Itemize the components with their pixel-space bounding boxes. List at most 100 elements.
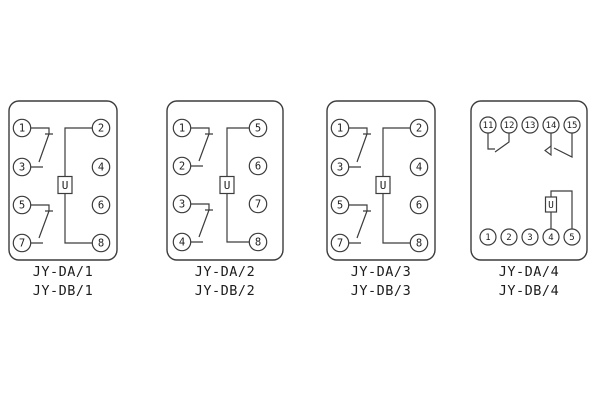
terminal-number: 6 — [416, 200, 422, 212]
coil-wire — [226, 127, 250, 243]
terminal-number: 1 — [337, 123, 343, 135]
terminal-circle — [563, 116, 581, 134]
panel-4-model-b: JY-DB/4 — [498, 283, 560, 299]
terminal-circle — [409, 195, 429, 215]
terminal-circle — [409, 118, 429, 138]
terminal-number: 3 — [19, 162, 25, 174]
terminal-circle — [542, 228, 560, 246]
terminal-circle — [409, 233, 429, 253]
panel-4-model-a: JY-DA/4 — [498, 264, 560, 280]
terminal-circle — [91, 157, 111, 177]
coil-box — [544, 196, 558, 213]
contact-symbol-1-3 — [30, 127, 53, 168]
relay-panel-4-diagram: U 11 12 13 14 15 1 2 3 4 5 — [470, 100, 588, 261]
terminal-number: 1 — [19, 123, 25, 135]
terminal-circle — [12, 157, 32, 177]
terminal-circle — [521, 116, 539, 134]
terminal-number: 3 — [179, 199, 185, 211]
panel-frame — [326, 100, 436, 261]
panel-1-caption: JY-DA/1 JY-DB/1 — [8, 263, 118, 301]
terminal-number: 8 — [98, 238, 104, 250]
terminal-number: 2 — [416, 123, 422, 135]
terminal-circle — [91, 118, 111, 138]
terminal-number: 2 — [179, 161, 185, 173]
terminal-circle — [248, 232, 268, 252]
terminal-number: 7 — [255, 199, 261, 211]
terminal-circle — [542, 116, 560, 134]
terminal-circle — [12, 195, 32, 215]
coil-label: U — [224, 179, 231, 192]
terminal-circle — [248, 118, 268, 138]
relay-panel-3: U 1 3 5 7 2 4 6 8 — [326, 100, 436, 265]
panel-3-model-a: JY-DA/3 — [350, 264, 412, 280]
terminal-circle — [500, 228, 518, 246]
terminal-circle — [330, 118, 350, 138]
panel-frame — [166, 100, 284, 261]
terminal-number: 7 — [337, 238, 343, 250]
terminal-circle — [12, 118, 32, 138]
panel-3-model-b: JY-DB/3 — [350, 283, 412, 299]
panel-1-model-a: JY-DA/1 — [32, 264, 94, 280]
terminal-number: 11 — [483, 121, 494, 131]
terminal-circle — [172, 156, 192, 176]
terminal-circle — [91, 195, 111, 215]
terminal-number: 14 — [546, 121, 557, 131]
terminal-circle — [248, 194, 268, 214]
terminal-circle — [479, 228, 497, 246]
contact-symbol-14-15 — [550, 133, 573, 158]
contact-symbol-3-4 — [190, 203, 213, 243]
contact-symbol-1-2 — [190, 127, 213, 167]
coil-wire — [382, 127, 411, 244]
terminal-circle — [479, 116, 497, 134]
terminal-number: 8 — [255, 237, 261, 249]
terminal-number: 1 — [485, 233, 490, 243]
terminal-number: 5 — [255, 123, 261, 135]
coil-label: U — [548, 200, 554, 211]
panel-2-model-a: JY-DA/2 — [194, 264, 256, 280]
contact-symbol-5-7 — [30, 204, 53, 244]
contact-symbol-1-3 — [348, 127, 371, 168]
terminal-circle — [409, 157, 429, 177]
relay-panel-3-diagram: U 1 3 5 7 2 4 6 8 — [326, 100, 436, 261]
terminal-number: 12 — [504, 121, 515, 131]
coil-wire — [64, 127, 93, 244]
terminal-number: 5 — [19, 200, 25, 212]
coil-wire — [550, 190, 573, 229]
terminal-circle — [330, 195, 350, 215]
coil-box — [375, 175, 391, 195]
relay-panel-2-diagram: U 1 2 3 4 5 6 7 8 — [166, 100, 284, 261]
coil-box — [219, 175, 235, 195]
terminal-circle — [330, 157, 350, 177]
terminal-number: 2 — [98, 123, 104, 135]
terminal-number: 3 — [337, 162, 343, 174]
terminal-circle — [330, 233, 350, 253]
panel-frame — [8, 100, 118, 261]
terminal-circle — [172, 118, 192, 138]
contact-symbol-11-12 — [487, 133, 510, 153]
terminal-number: 1 — [179, 123, 185, 135]
coil-label: U — [380, 179, 387, 192]
terminal-number: 6 — [98, 200, 104, 212]
coil-box — [57, 175, 73, 195]
flag-symbol — [544, 144, 552, 157]
terminal-circle — [500, 116, 518, 134]
terminal-number: 5 — [337, 200, 343, 212]
terminal-number: 6 — [255, 161, 261, 173]
panel-3-caption: JY-DA/3 JY-DB/3 — [326, 263, 436, 301]
terminal-circle — [521, 228, 539, 246]
terminal-circle — [172, 232, 192, 252]
relay-panel-1-diagram: U 1 3 5 7 2 4 6 8 — [8, 100, 118, 261]
terminal-number: 3 — [527, 233, 532, 243]
panel-2-caption: JY-DA/2 JY-DB/2 — [166, 263, 284, 301]
coil-label: U — [62, 179, 69, 192]
terminal-number: 4 — [548, 233, 553, 243]
terminal-circle — [248, 156, 268, 176]
terminal-number: 15 — [567, 121, 578, 131]
terminal-circle — [12, 233, 32, 253]
panel-2-model-b: JY-DB/2 — [194, 283, 256, 299]
terminal-number: 13 — [525, 121, 536, 131]
terminal-number: 2 — [506, 233, 511, 243]
relay-panel-4: U 11 12 13 14 15 1 2 3 4 5 — [470, 100, 588, 265]
terminal-number: 4 — [416, 162, 422, 174]
